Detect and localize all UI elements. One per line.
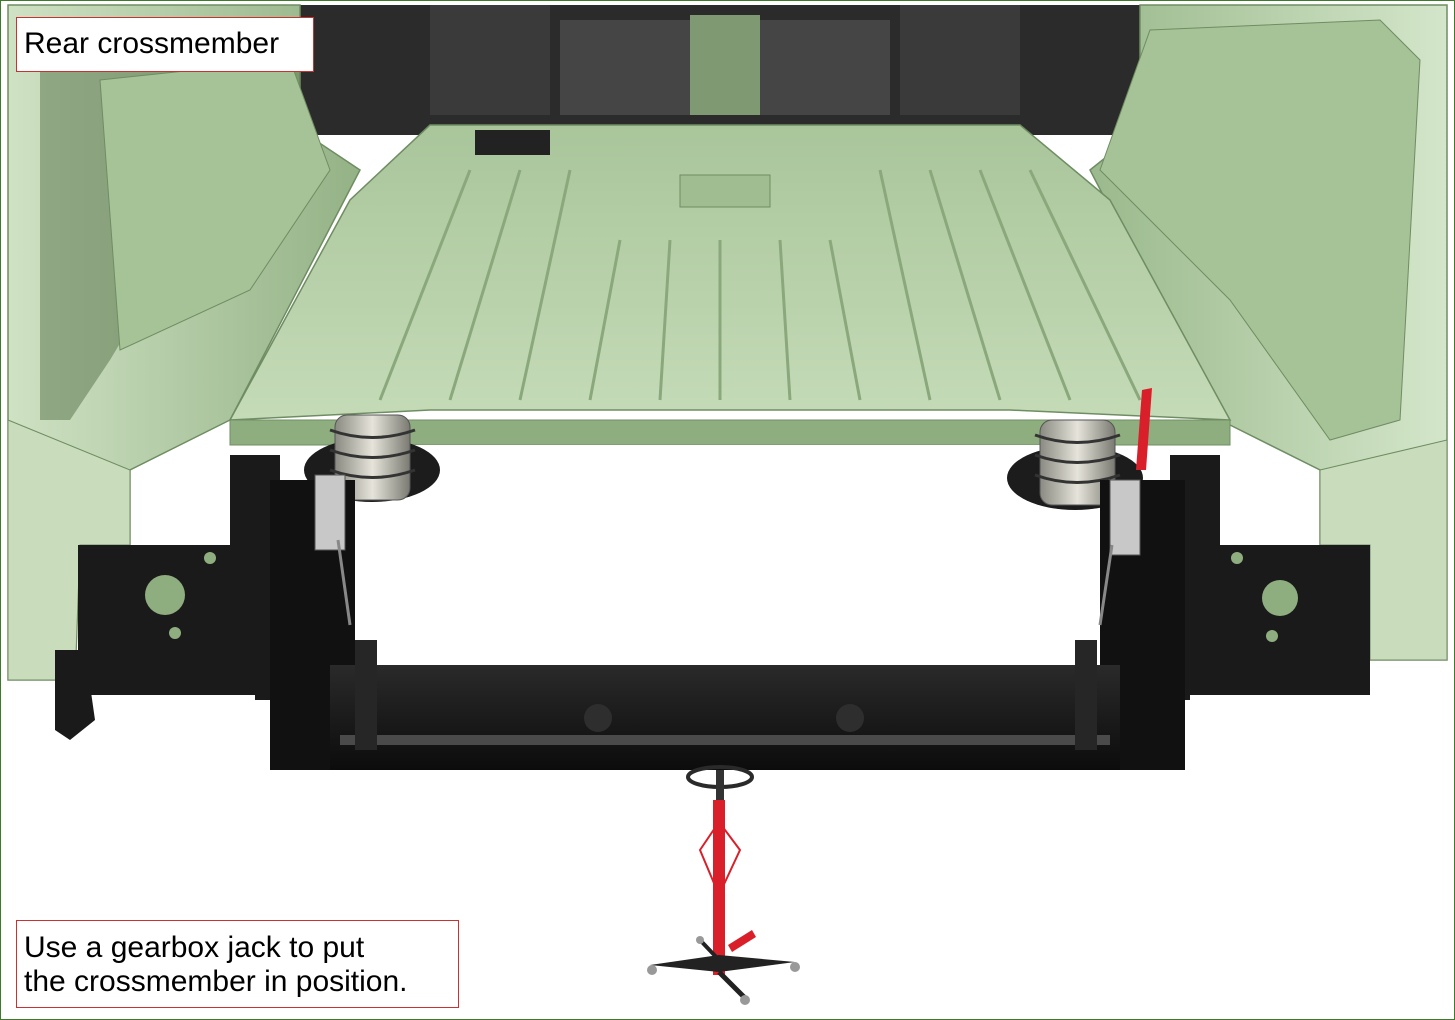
rear-crossmember [78,455,1370,770]
left-bracket [55,650,95,740]
instruction-label: Use a gearbox jack to put the crossmembe… [16,920,459,1008]
instruction-line-1: Use a gearbox jack to put [24,931,365,964]
coil-spring-right [1007,419,1143,510]
component-label: Rear crossmember [16,17,314,72]
load-floor [228,124,1232,446]
clamp-handle-icon [1136,388,1152,470]
cabin-interior [300,5,1160,135]
instruction-line-2: the crossmember in position. [24,965,408,998]
component-label-text: Rear crossmember [24,27,280,60]
gearbox-jack [647,765,800,1005]
right-body-side [1089,4,1448,661]
